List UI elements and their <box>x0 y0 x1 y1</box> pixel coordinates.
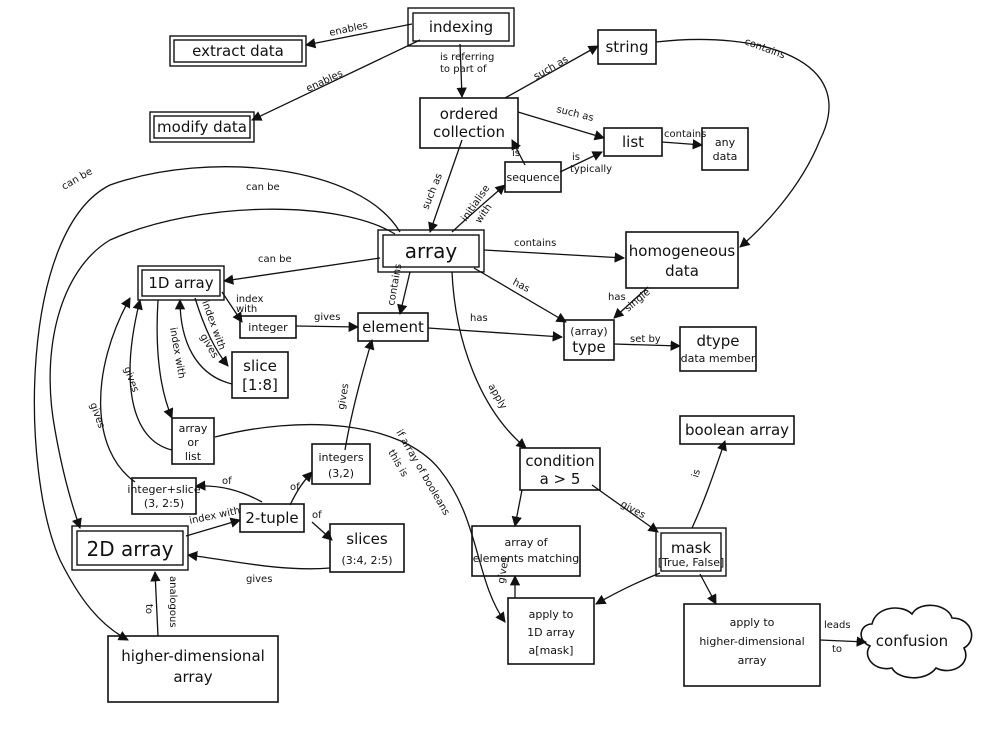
node-mask-line1: mask <box>671 539 712 557</box>
label-index-with-int-1: index <box>236 294 263 305</box>
label-gives-from-integers: gives <box>336 383 351 411</box>
label-contains-homog-string: contains <box>743 36 787 61</box>
label-apply: apply <box>485 382 508 411</box>
node-2d-array: 2D array <box>87 537 174 561</box>
node-element: element <box>362 318 424 336</box>
node-apply-higher-line1: apply to <box>730 616 775 629</box>
node-list: list <box>622 133 644 151</box>
label-has-type: has <box>511 277 532 295</box>
label-contains-element: contains <box>386 263 404 307</box>
node-higher-dim-line1: higher-dimensional <box>121 647 265 665</box>
label-leads-2: to <box>832 644 842 655</box>
node-type-line2: type <box>572 338 606 356</box>
node-modify-data: modify data <box>157 118 247 136</box>
node-elements-matching-line2: elements matching <box>473 552 579 565</box>
node-slice-line1: slice <box>243 357 277 375</box>
node-dtype-line1: dtype <box>696 332 739 350</box>
node-array-or-list-line3: list <box>185 450 202 463</box>
node-elements-matching-line1: array of <box>505 536 549 549</box>
node-apply-1d-line1: apply to <box>529 608 574 621</box>
node-indexing: indexing <box>429 18 493 36</box>
node-apply-higher-line3: array <box>738 654 767 667</box>
label-can-be-2d: can be <box>246 182 280 193</box>
node-labels: indexing extract data modify data ordere… <box>87 18 949 686</box>
node-slice-line2: [1:8] <box>242 376 278 394</box>
label-gives-matching: gives <box>496 557 511 585</box>
node-homogeneous-line1: homogeneous <box>629 242 736 260</box>
label-index-with-int-2: with <box>236 304 257 315</box>
label-referring-1: is referring <box>440 52 494 63</box>
node-integer-slice-line1: integer+slice <box>127 483 200 496</box>
label-referring-2: to part of <box>440 64 487 75</box>
node-slices-line1: slices <box>346 530 388 548</box>
label-such-as-list: such as <box>555 104 594 124</box>
node-mask-line2: [True, False] <box>658 556 725 569</box>
node-boolean-array: boolean array <box>685 421 789 439</box>
node-1d-array: 1D array <box>148 274 213 292</box>
node-integer: integer <box>248 321 288 334</box>
label-enables-modify: enables <box>305 68 345 94</box>
label-gives-2d: gives <box>246 574 272 585</box>
label-is-typically-2: typically <box>570 164 612 175</box>
node-dtype-line2: data member <box>681 352 756 365</box>
label-analogous-1: analogous <box>167 576 178 628</box>
label-set-by: set by <box>630 334 661 345</box>
node-array: array <box>405 239 458 263</box>
node-apply-higher-line2: higher-dimensional <box>699 635 804 648</box>
node-type-line1: (array) <box>570 325 607 338</box>
node-confusion: confusion <box>876 632 948 650</box>
node-ordered-collection-line2: collection <box>433 123 505 141</box>
node-higher-dim-line2: array <box>173 668 212 686</box>
node-homogeneous-line2: data <box>665 262 699 280</box>
node-any-data-line1: any <box>715 136 736 149</box>
node-slices-line2: (3:4, 2:5) <box>342 554 393 567</box>
label-of-intslice: of <box>222 476 232 487</box>
node-condition-line1: condition <box>525 452 594 470</box>
node-array-or-list-line2: or <box>187 436 199 449</box>
node-2-tuple: 2-tuple <box>245 509 298 527</box>
label-has-single-1: has <box>608 292 626 303</box>
node-condition-line2: a > 5 <box>540 470 581 488</box>
label-can-be-1d: can be <box>258 254 292 265</box>
label-gives-from-array: gives <box>121 365 140 394</box>
label-leads-1: leads <box>824 620 851 631</box>
label-is-boolean: is <box>690 468 703 479</box>
node-string: string <box>605 38 648 56</box>
label-can-be-higher: can be <box>60 166 95 192</box>
node-sequence: sequence <box>506 171 559 184</box>
node-extract-data: extract data <box>192 42 284 60</box>
label-such-as-string: such as <box>532 54 570 82</box>
label-contains-homog: contains <box>514 238 556 249</box>
label-sequence-is: is <box>512 148 520 159</box>
label-element-has: has <box>470 313 488 324</box>
node-array-or-list-line1: array <box>179 422 208 435</box>
node-integer-slice-line2: (3, 2:5) <box>144 497 184 510</box>
edges <box>33 23 868 647</box>
label-of-integers: of <box>290 482 300 493</box>
label-of-slices: of <box>312 510 322 521</box>
node-integers-line2: (3,2) <box>328 467 354 480</box>
node-integers-line1: integers <box>318 451 363 464</box>
node-ordered-collection-line1: ordered <box>440 105 498 123</box>
label-analogous-2: to <box>143 604 154 614</box>
label-contains-any: contains <box>664 129 706 140</box>
label-such-as-array: such as <box>421 172 445 211</box>
node-apply-1d-line2: 1D array <box>527 626 575 639</box>
label-gives-from-intslice: gives <box>87 401 106 430</box>
node-any-data-line2: data <box>713 150 738 163</box>
label-gives-mask: gives <box>619 499 647 521</box>
label-is-typically-1: is <box>572 152 580 163</box>
node-boxes <box>71 7 973 703</box>
node-apply-1d-line3: a[mask] <box>529 644 574 657</box>
label-has-single-2: single <box>623 287 653 314</box>
label-gives-element: gives <box>314 312 340 323</box>
